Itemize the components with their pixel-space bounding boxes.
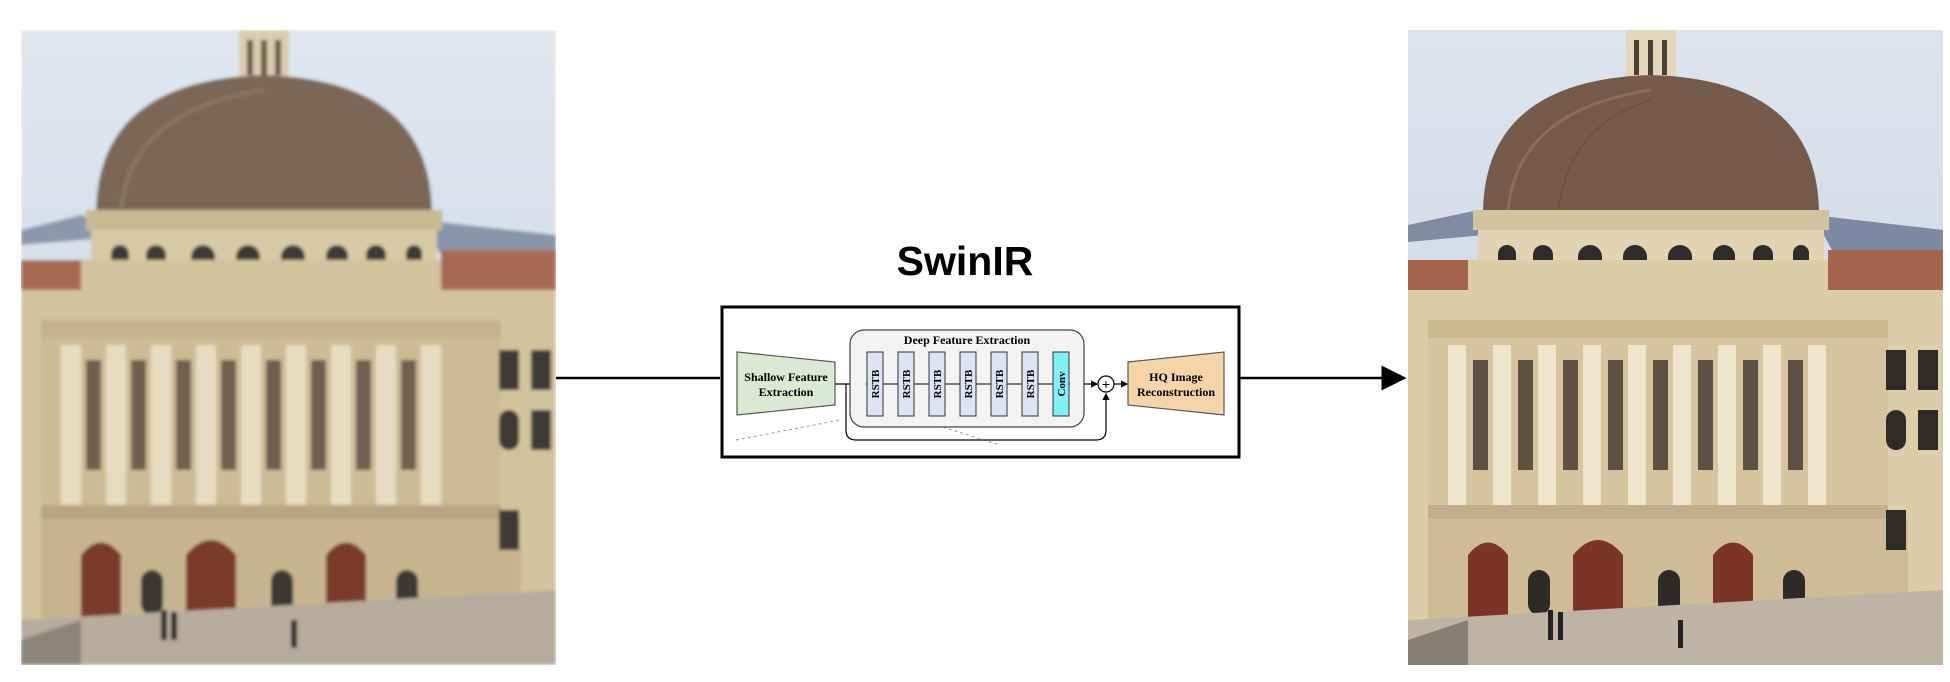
rstb-label-3: RSTB — [932, 369, 944, 398]
rstb-block-4 — [959, 351, 977, 417]
rstb-label-4: RSTB — [963, 369, 975, 398]
sum-symbol: + — [1102, 376, 1110, 392]
rstb-blocks — [866, 351, 1070, 417]
shallow-feature-label-line1: Shallow Feature — [744, 370, 828, 384]
output-building-illustration — [1408, 30, 1943, 665]
input-image — [21, 30, 556, 665]
rstb-block-1 — [866, 351, 884, 417]
skip-connection — [845, 384, 1110, 441]
rstb-block-5 — [990, 351, 1008, 417]
reconstruction-block — [1127, 351, 1225, 416]
rstb-label-2: RSTB — [901, 369, 913, 398]
rstb-label-1: RSTB — [870, 369, 882, 398]
conv-block — [1052, 351, 1070, 417]
output-image — [1408, 30, 1943, 665]
shallow-feature-block — [736, 351, 836, 416]
diagram-title: SwinIR — [896, 238, 1034, 284]
rstb-block-6 — [1021, 351, 1039, 417]
rstb-label-5: RSTB — [994, 369, 1006, 398]
shallow-feature-label-line2: Extraction — [759, 385, 814, 399]
reconstruction-label-line2: Reconstruction — [1137, 385, 1215, 399]
rstb-block-3 — [928, 351, 946, 417]
reconstruction-label-line1: HQ Image — [1149, 370, 1203, 384]
input-building-illustration — [21, 30, 556, 665]
rstb-block-2 — [897, 351, 915, 417]
conv-label: Conv — [1056, 371, 1068, 397]
rstb-label-6: RSTB — [1025, 369, 1037, 398]
deep-feature-label: Deep Feature Extraction — [904, 333, 1031, 347]
